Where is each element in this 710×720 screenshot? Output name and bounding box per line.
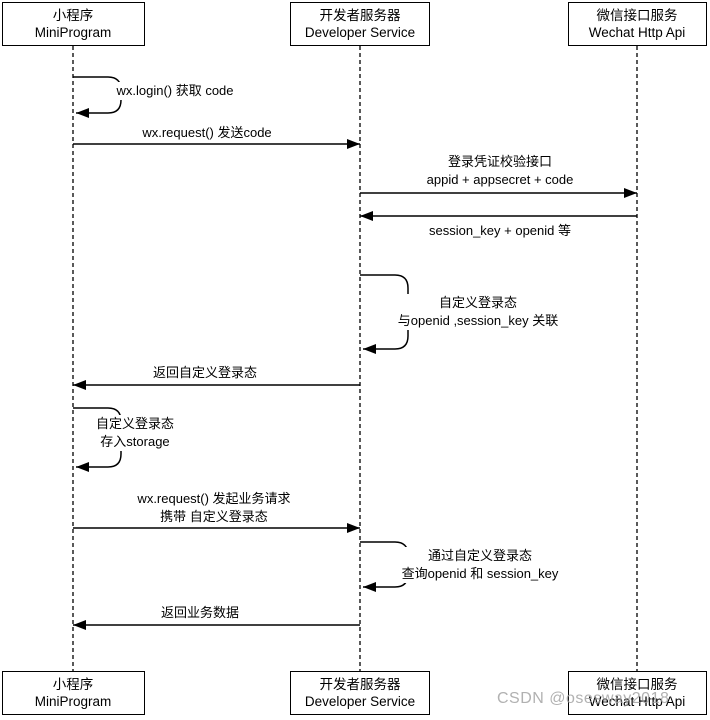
self-message-loop-6 (73, 407, 122, 472)
self-message-loop-4 (360, 274, 409, 354)
self-message-loop-0 (73, 76, 122, 118)
self-message-loop-8 (360, 541, 409, 592)
watermark: CSDN @osesway2018 (497, 690, 670, 707)
